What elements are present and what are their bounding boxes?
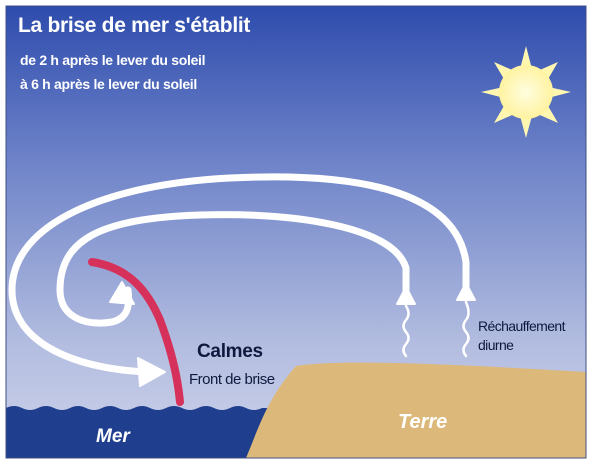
daytime-heating-line-2: diurne — [478, 337, 514, 353]
land-label: Terre — [398, 411, 448, 433]
subtitle-line-2: à 6 h après le lever du soleil — [20, 76, 197, 92]
left-wavy-updraft — [402, 304, 410, 358]
subtitle-line-1: de 2 h après le lever du soleil — [20, 52, 206, 68]
daytime-heating-label: Réchauffement diurne — [478, 317, 566, 355]
circulation-arrows — [8, 173, 470, 376]
daytime-heating-line-1: Réchauffement — [478, 318, 566, 334]
left-updraft-arrowhead — [396, 286, 416, 305]
outer-arrowhead — [137, 357, 166, 387]
right-updraft-arrowhead — [456, 282, 476, 301]
frame-border — [5, 5, 587, 459]
land-mass — [246, 362, 586, 458]
calmes-label: Calmes — [197, 341, 263, 362]
breeze-front-line — [88, 258, 184, 406]
outer-circulation-loop — [8, 173, 470, 376]
sea — [6, 406, 300, 458]
inner-circulation-loop — [56, 211, 410, 327]
right-wavy-updraft — [462, 300, 470, 358]
breeze-front-label: Front de brise — [189, 371, 275, 388]
inner-arrowhead — [109, 281, 135, 305]
sea-label: Mer — [96, 426, 130, 447]
diagram-title: La brise de mer s'établit — [18, 14, 251, 37]
sun-icon — [481, 46, 571, 138]
